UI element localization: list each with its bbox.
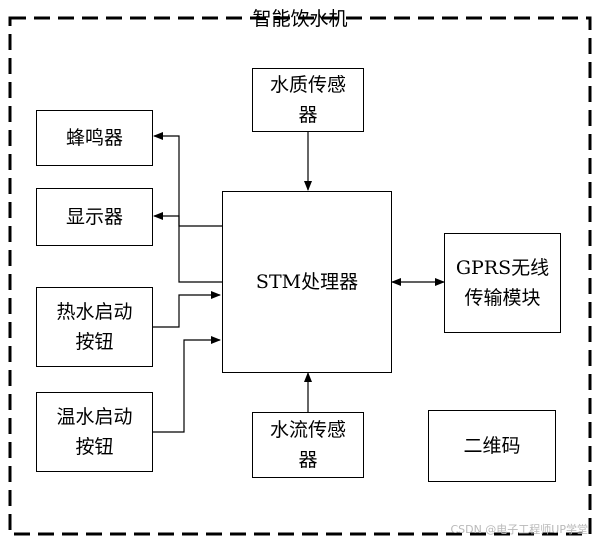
arrow-stm-to-buzzer <box>153 132 222 227</box>
water-flow-sensor-block: 水流传感 器 <box>252 412 364 478</box>
gprs-module-block: GPRS无线 传输模块 <box>444 233 561 333</box>
arrow-warm-button-to-stm <box>153 336 221 433</box>
system-boundary <box>8 16 592 536</box>
stm-processor-block: STM处理器 <box>222 191 392 373</box>
qr-code-block: 二维码 <box>428 410 556 482</box>
display-block: 显示器 <box>36 188 153 246</box>
watermark-text: CSDN @电子工程师UP学堂 <box>450 523 588 536</box>
arrow-stm-to-display <box>153 212 222 283</box>
arrow-hot-button-to-stm <box>153 291 221 328</box>
warm-water-button-block: 温水启动 按钮 <box>36 392 153 472</box>
diagram-title: 智能饮水机 <box>252 8 348 30</box>
hot-water-button-block: 热水启动 按钮 <box>36 287 153 367</box>
buzzer-block: 蜂鸣器 <box>36 110 153 166</box>
water-quality-sensor-block: 水质传感 器 <box>252 68 364 132</box>
